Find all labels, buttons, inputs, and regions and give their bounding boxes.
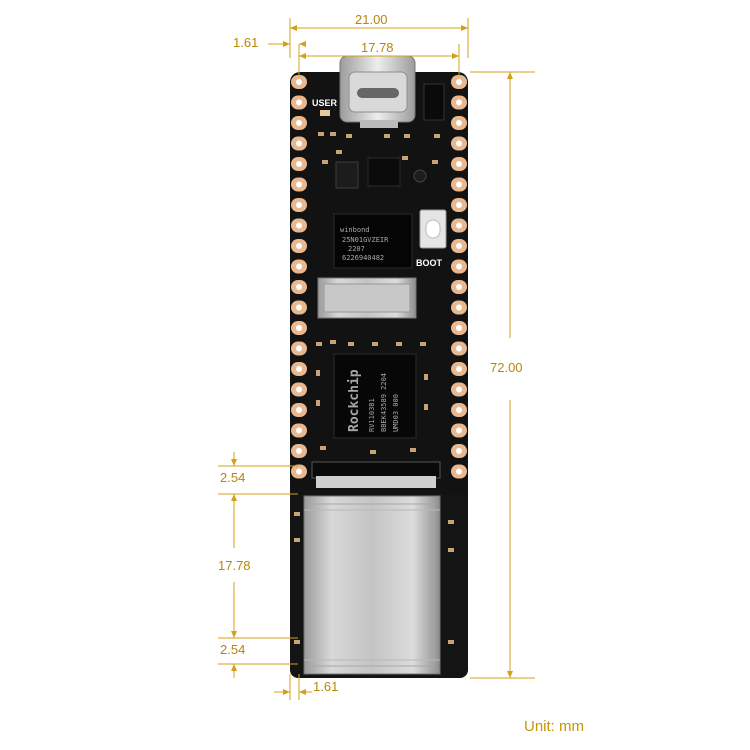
microsd-slot: [317, 277, 417, 319]
smd-components-eth: [294, 512, 454, 644]
left-pin-pads: [291, 75, 307, 479]
ethernet-jack: [303, 495, 441, 675]
pin-hole: [296, 181, 302, 188]
pin-hole: [296, 99, 302, 106]
pin-hole: [456, 243, 462, 249]
dim-total-width: 21.00: [355, 12, 388, 27]
pin-hole: [456, 140, 462, 147]
pin-hole: [456, 99, 462, 106]
dim-edge-offset-top: 1.61: [233, 35, 258, 50]
pin-hole: [296, 222, 302, 229]
soc-brand: Rockchip: [347, 369, 362, 432]
pin-hole: [456, 222, 462, 229]
usb-pins: [360, 120, 398, 128]
soc-line1: RV1103B1: [368, 398, 376, 432]
flash-chip: winbond 25N01GVZEIR 2207 6226940482: [333, 213, 413, 269]
soc-line2: BBEK43589 2204: [380, 373, 388, 432]
user-label: USER: [312, 98, 338, 108]
pin-hole: [456, 448, 462, 454]
pin-hole: [456, 263, 462, 270]
dim-pin-span: 17.78: [218, 558, 251, 573]
pin-hole: [296, 407, 302, 413]
crystal: [413, 169, 427, 183]
pin-hole: [456, 468, 462, 475]
pin-hole: [456, 304, 462, 311]
small-connector: [423, 83, 445, 121]
pin-hole: [296, 161, 302, 167]
unit-label: Unit: mm: [524, 718, 584, 735]
pin-hole: [296, 140, 302, 147]
soc-chip: Rockchip RV1103B1 BBEK43589 2204 UMD03 0…: [333, 353, 417, 439]
pin-hole: [456, 161, 462, 167]
pin-hole: [296, 263, 302, 270]
dim-pin-pitch-lower: 2.54: [220, 642, 245, 657]
flash-line3: 6226940482: [342, 254, 384, 262]
regulator-chip: [367, 157, 401, 187]
pin-hole: [296, 448, 302, 454]
pin-hole: [456, 407, 462, 413]
pin-hole: [296, 79, 302, 85]
pin-hole: [296, 284, 302, 290]
pin-hole: [456, 284, 462, 290]
pin-hole: [296, 243, 302, 249]
pin-hole: [456, 386, 462, 393]
user-led: [320, 110, 330, 116]
dimension-lines: [218, 18, 535, 700]
soc-line3: UMD03 000: [392, 394, 400, 432]
pin-hole: [296, 345, 302, 352]
right-pin-pads: [451, 75, 467, 479]
pin-hole: [296, 325, 302, 331]
pin-hole: [456, 181, 462, 188]
pin-hole: [456, 202, 462, 208]
pin-hole: [456, 325, 462, 331]
dim-edge-offset-bottom: 1.61: [313, 679, 338, 694]
pin-hole: [456, 366, 462, 372]
pin-hole: [456, 79, 462, 85]
usb-c-connector: [339, 55, 416, 123]
flash-line2: 2207: [348, 245, 365, 253]
fpc-connector: [311, 461, 441, 488]
pin-hole: [296, 366, 302, 372]
pin-hole: [296, 202, 302, 208]
pin-hole: [296, 468, 302, 475]
smd-components-mid: [316, 340, 428, 454]
pin-hole: [456, 345, 462, 352]
dim-board-length: 72.00: [490, 360, 523, 375]
smd-components-top: [318, 132, 440, 164]
pin-hole: [456, 427, 462, 434]
flash-line1: 25N01GVZEIR: [342, 236, 389, 244]
pin-hole: [456, 120, 462, 126]
boot-label: BOOT: [416, 258, 443, 268]
flash-brand: winbond: [340, 226, 370, 234]
pin-hole: [296, 120, 302, 126]
pin-hole: [296, 386, 302, 393]
dim-pin-pitch-upper: 2.54: [220, 470, 245, 485]
pin-hole: [296, 427, 302, 434]
boot-button: [419, 209, 447, 249]
dim-pin-row-width: 17.78: [361, 40, 394, 55]
inductor: [335, 161, 359, 189]
pin-hole: [296, 304, 302, 311]
